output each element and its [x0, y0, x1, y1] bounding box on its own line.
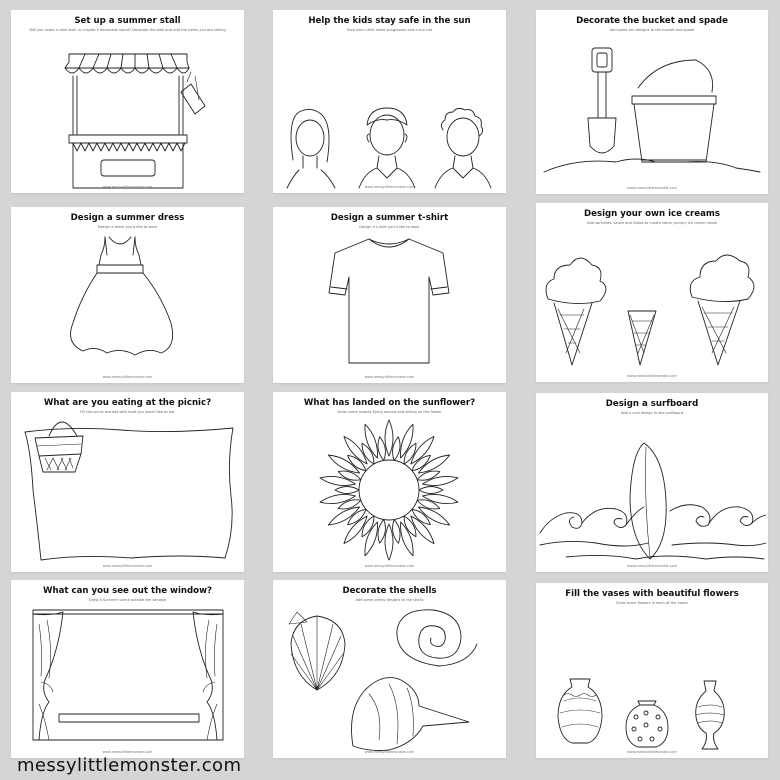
- worksheet-subtitle: Draw some insects flying around and sitt…: [337, 410, 442, 414]
- worksheet-footer: www.messylittlemonster.com: [102, 185, 153, 189]
- worksheet-footer: www.messylittlemonster.com: [364, 185, 415, 189]
- worksheet-card-shells[interactable]: Decorate the shells Add some pretty desi…: [273, 580, 506, 758]
- surfboard-illustration: [539, 442, 767, 560]
- worksheet-subtitle: Add a cool design to the surfboard: [620, 411, 684, 415]
- worksheet-title: Set up a summer stall: [74, 16, 181, 26]
- worksheet-subtitle: Design a t-shirt you'd like to wear: [359, 225, 420, 229]
- worksheet-title: Decorate the bucket and spade: [576, 16, 728, 26]
- vases-illustration: [557, 678, 725, 750]
- worksheet-subtitle: Give each child some sunglasses and a su…: [346, 28, 433, 32]
- worksheet-title: Fill the vases with beautiful flowers: [565, 589, 739, 599]
- worksheet-subtitle: Draw some flowers in each of the vases: [616, 601, 688, 605]
- worksheet-card-picnic[interactable]: What are you eating at the picnic? Fill …: [11, 392, 244, 572]
- worksheet-title: What can you see out the window?: [42, 586, 213, 596]
- worksheet-footer: www.messylittlemonster.com: [627, 750, 677, 754]
- worksheet-card-bucket-spade[interactable]: Decorate the bucket and spade Add some f…: [536, 10, 768, 194]
- worksheet-title: Design a summer t-shirt: [330, 213, 449, 223]
- worksheet-footer: www.messylittlemonster.com: [364, 750, 415, 754]
- worksheet-card-summer-stall[interactable]: Set up a summer stall Will you make a ca…: [11, 10, 244, 193]
- picnic-blanket-illustration: [24, 421, 234, 561]
- worksheet-card-surfboard[interactable]: Design a surfboard Add a cool design to …: [536, 393, 768, 572]
- market-stall-illustration: [64, 53, 206, 189]
- worksheet-subtitle: Will you make a cake stall, or maybe a l…: [29, 28, 226, 32]
- worksheet-subtitle: Draw a Summer scene outside the window: [88, 598, 167, 602]
- ice-creams-illustration: [545, 254, 755, 366]
- worksheet-footer: www.messylittlemonster.com: [102, 564, 153, 568]
- worksheet-footer: www.messylittlemonster.com: [627, 186, 677, 190]
- sunflower-illustration: [319, 419, 459, 561]
- worksheet-title: Design your own ice creams: [584, 209, 720, 219]
- worksheet-card-sun-safety[interactable]: Help the kids stay safe in the sun Give …: [273, 10, 506, 193]
- worksheet-title: What are you eating at the picnic?: [43, 398, 212, 408]
- worksheet-title: What has landed on the sunflower?: [303, 398, 476, 408]
- worksheet-title: Design a summer dress: [70, 213, 185, 223]
- worksheet-footer: www.messylittlemonster.com: [364, 564, 415, 568]
- worksheet-subtitle: Design a dress you'd like to wear: [97, 225, 158, 229]
- worksheet-title: Help the kids stay safe in the sun: [308, 16, 471, 26]
- worksheet-subtitle: Add sprinkles, sauce and flakes to creat…: [587, 221, 717, 225]
- worksheet-card-vases[interactable]: Fill the vases with beautiful flowers Dr…: [536, 583, 768, 758]
- window-illustration: [32, 609, 224, 741]
- worksheet-title: Design a surfboard: [605, 399, 699, 409]
- worksheet-title: Decorate the shells: [342, 586, 437, 596]
- worksheet-footer: www.messylittlemonster.com: [364, 375, 415, 379]
- tshirt-illustration: [328, 238, 450, 364]
- worksheet-card-sunflower[interactable]: What has landed on the sunflower? Draw s…: [273, 392, 506, 572]
- site-brand-text: messylittlemonster.com: [17, 755, 242, 776]
- worksheet-card-window[interactable]: What can you see out the window? Draw a …: [11, 580, 244, 758]
- worksheet-subtitle: Add some pretty designs to the shells: [355, 598, 424, 602]
- dress-illustration: [70, 236, 174, 356]
- worksheet-subtitle: Fill the picnic blanket with food you wo…: [80, 410, 175, 414]
- worksheet-footer: www.messylittlemonster.com: [627, 374, 677, 378]
- shells-illustration: [288, 609, 478, 751]
- worksheet-subtitle: Add some fun designs to the bucket and s…: [609, 28, 695, 32]
- worksheet-footer: www.messylittlemonster.com: [102, 750, 153, 754]
- worksheet-card-ice-creams[interactable]: Design your own ice creams Add sprinkles…: [536, 203, 768, 382]
- worksheet-footer: www.messylittlemonster.com: [102, 375, 153, 379]
- worksheet-card-summer-dress[interactable]: Design a summer dress Design a dress you…: [11, 207, 244, 383]
- worksheet-card-summer-tshirt[interactable]: Design a summer t-shirt Design a t-shirt…: [273, 207, 506, 383]
- bucket-and-spade-illustration: [543, 47, 761, 173]
- three-children-illustration: [286, 107, 492, 189]
- worksheet-footer: www.messylittlemonster.com: [627, 564, 677, 568]
